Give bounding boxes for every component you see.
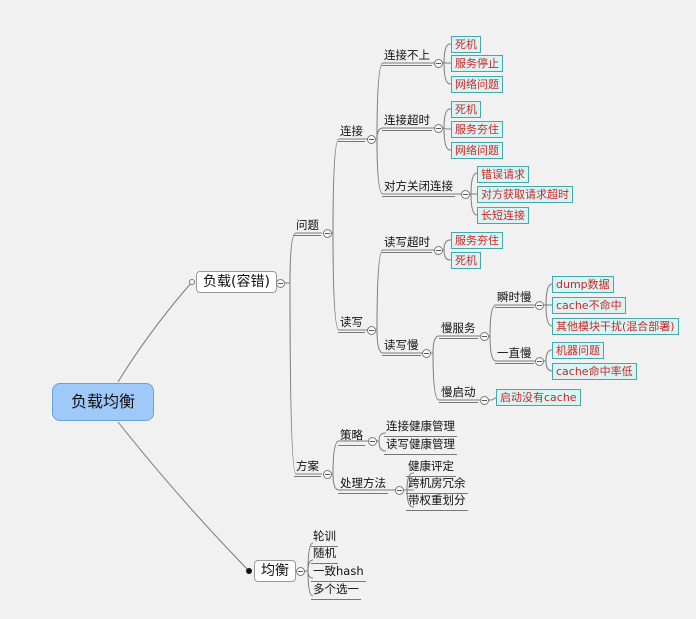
collapse-ljbs-icon[interactable] [434, 59, 443, 68]
node-mqd[interactable]: 慢启动 [439, 386, 478, 403]
collapse-lianjie-icon[interactable] [367, 135, 376, 144]
leaf-bad-request[interactable]: 错误请求 [477, 166, 529, 183]
node-junheng[interactable]: 均衡 [254, 560, 296, 582]
node-ljbs[interactable]: 连接不上 [382, 49, 432, 66]
collapse-dfgb-icon[interactable] [461, 190, 470, 199]
node-fuzai[interactable]: 负载(容错) [196, 271, 277, 293]
node-duxie[interactable]: 读写 [338, 316, 365, 333]
collapse-fuzai-icon[interactable] [276, 279, 285, 288]
leaf-cache-miss[interactable]: cache不命中 [552, 297, 626, 314]
leaf-crash-3[interactable]: 死机 [451, 252, 481, 269]
leaf-peer-timeout[interactable]: 对方获取请求超时 [477, 186, 573, 203]
root-label: 负载均衡 [70, 392, 135, 411]
node-mfw[interactable]: 慢服务 [439, 322, 478, 339]
collapse-dxm-icon[interactable] [422, 349, 431, 358]
node-jkpd[interactable]: 健康评定 [406, 460, 456, 477]
node-dfgb[interactable]: 对方关闭连接 [382, 180, 455, 197]
node-clff[interactable]: 处理方法 [338, 477, 388, 494]
leaf-service-hang-1[interactable]: 服务夯住 [451, 121, 503, 138]
leaf-no-cache-start[interactable]: 启动没有cache [496, 389, 581, 406]
leaf-dump-data[interactable]: dump数据 [552, 276, 614, 293]
leaf-module-interference[interactable]: 其他模块干扰(混合部署) [552, 318, 679, 335]
node-lianjie[interactable]: 连接 [338, 125, 365, 142]
collapse-junheng-icon[interactable] [296, 567, 305, 576]
collapse-mfw-icon[interactable] [480, 332, 489, 341]
node-dxcs[interactable]: 读写超时 [382, 236, 432, 253]
collapse-clff-icon[interactable] [395, 486, 404, 495]
collapse-duxie-icon[interactable] [367, 326, 376, 335]
leaf-crash-2[interactable]: 死机 [451, 101, 481, 118]
node-kjfry[interactable]: 跨机房冗余 [406, 477, 468, 494]
node-yzm[interactable]: 一直慢 [495, 347, 534, 364]
leaf-crash-1[interactable]: 死机 [451, 36, 481, 53]
node-dxm[interactable]: 读写慢 [382, 339, 421, 356]
node-suiji[interactable]: 随机 [311, 547, 338, 564]
node-fuzai-label: 负载(容错) [203, 274, 270, 290]
node-dqchf[interactable]: 带权重划分 [406, 494, 468, 511]
leaf-low-hit-rate[interactable]: cache命中率低 [552, 363, 637, 380]
collapse-mqd-icon[interactable] [480, 396, 489, 405]
root-node[interactable]: 负载均衡 [52, 383, 154, 421]
node-wenti[interactable]: 问题 [294, 219, 321, 236]
collapse-wenti-icon[interactable] [323, 229, 332, 238]
node-lunxun[interactable]: 轮训 [311, 530, 338, 547]
collapse-yzm-icon[interactable] [535, 357, 544, 366]
node-celue[interactable]: 策略 [338, 429, 365, 446]
collapse-ssm-icon[interactable] [535, 301, 544, 310]
leaf-network-1[interactable]: 网络问题 [451, 76, 503, 93]
node-fangan[interactable]: 方案 [294, 460, 321, 477]
node-ljcs[interactable]: 连接超时 [382, 114, 432, 131]
node-junheng-label: 均衡 [261, 563, 289, 579]
node-dxjk[interactable]: 读写健康管理 [384, 438, 457, 455]
collapse-fangan-icon[interactable] [323, 470, 332, 479]
collapse-dxcs-icon[interactable] [434, 246, 443, 255]
leaf-network-2[interactable]: 网络问题 [451, 142, 503, 159]
leaf-long-short-conn[interactable]: 长短连接 [477, 207, 529, 224]
collapse-celue-icon[interactable] [368, 437, 377, 446]
leaf-service-stop[interactable]: 服务停止 [451, 55, 503, 72]
leaf-machine-issue[interactable]: 机器问题 [552, 342, 604, 359]
collapse-ljcs-icon[interactable] [434, 124, 443, 133]
leaf-service-hang-2[interactable]: 服务夯住 [451, 232, 503, 249]
node-ljjk[interactable]: 连接健康管理 [384, 420, 457, 437]
node-dgxy[interactable]: 多个选一 [311, 583, 361, 600]
node-ssm[interactable]: 瞬时慢 [495, 291, 534, 308]
node-yzhash[interactable]: 一致hash [311, 565, 366, 582]
